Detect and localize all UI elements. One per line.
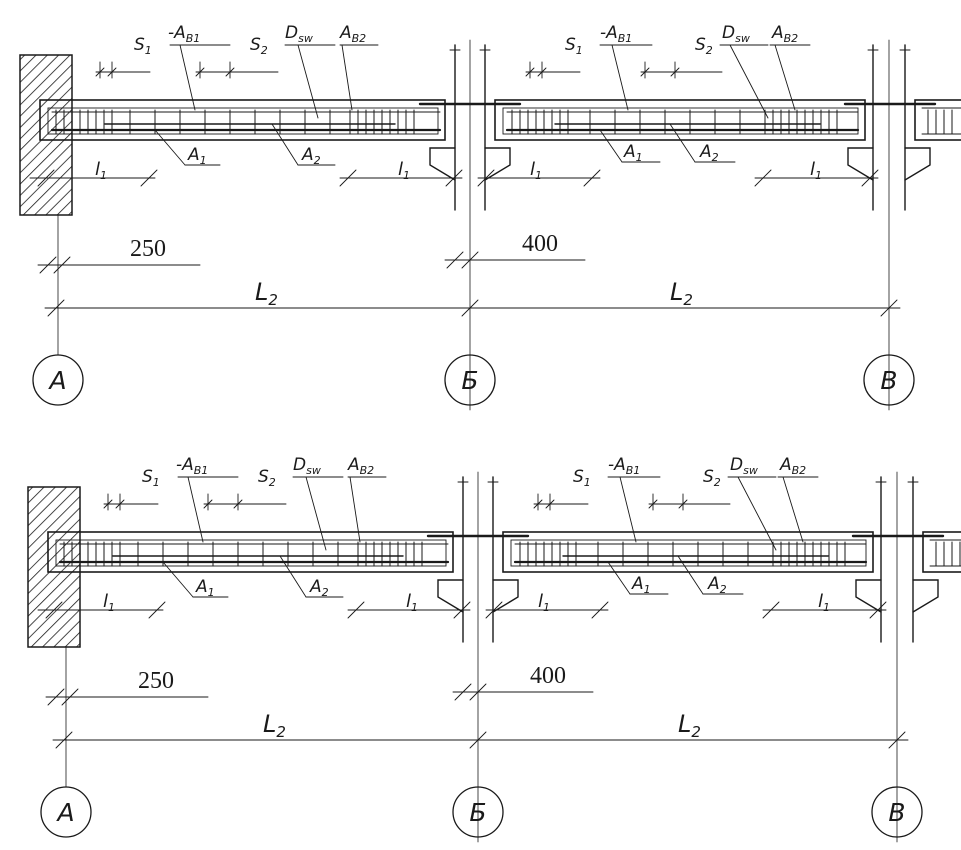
s1-label-2: S1 xyxy=(573,467,591,489)
ab2-label-2: AB2 xyxy=(779,455,806,477)
a2-label: A2 xyxy=(301,145,321,167)
axis-b-label: Б xyxy=(469,798,486,827)
a1-label-2: A1 xyxy=(631,574,651,596)
axis-v-label: В xyxy=(888,798,905,827)
dsw-label-2: Dsw xyxy=(730,455,758,477)
axis-v-label: В xyxy=(880,366,897,395)
l2-label: L2 xyxy=(255,278,278,309)
axis-a-label: А xyxy=(55,798,74,827)
ab1-label-2: -AB1 xyxy=(608,455,640,477)
axis-b-label: Б xyxy=(461,366,478,395)
l1-label-3: l1 xyxy=(538,591,550,614)
s2-label-2: S2 xyxy=(703,467,721,489)
dsw-label: Dsw xyxy=(285,23,313,45)
dim-400: 400 xyxy=(530,663,566,689)
l1-label-2: l1 xyxy=(406,591,418,614)
dsw-label: Dsw xyxy=(293,455,321,477)
a2-label: A2 xyxy=(309,577,329,599)
a2-label-2: A2 xyxy=(707,574,727,596)
ab2-label: AB2 xyxy=(347,455,374,477)
panel-bottom: S1 S2 -AB1 Dsw AB2 S1 S2 -AB1 Dsw AB2 A1… xyxy=(26,455,961,844)
dim-400: 400 xyxy=(522,231,558,257)
ab1-label: -AB1 xyxy=(176,455,208,477)
l2-label-2: L2 xyxy=(678,710,701,741)
a2-label-2: A2 xyxy=(699,142,719,164)
s2-label-2: S2 xyxy=(695,35,713,57)
l1-label: l1 xyxy=(103,591,115,614)
s1-label-2: S1 xyxy=(565,35,583,57)
l1-label-3: l1 xyxy=(530,159,542,182)
ab1-label-2: -AB1 xyxy=(600,23,632,45)
a1-label-2: A1 xyxy=(623,142,643,164)
l1-label-4: l1 xyxy=(818,591,830,614)
s1-label: S1 xyxy=(134,35,152,57)
l2-label: L2 xyxy=(263,710,286,741)
ab1-label: -AB1 xyxy=(168,23,200,45)
dsw-label-2: Dsw xyxy=(722,23,750,45)
ab2-label: AB2 xyxy=(339,23,366,45)
s1-label: S1 xyxy=(142,467,160,489)
s2-label: S2 xyxy=(258,467,276,489)
l1-label-4: l1 xyxy=(810,159,822,182)
dim-250: 250 xyxy=(130,236,166,262)
ab2-label-2: AB2 xyxy=(771,23,798,45)
axis-a-label: А xyxy=(47,366,66,395)
labels-bottom: S1 S2 -AB1 Dsw AB2 S1 S2 -AB1 Dsw AB2 A1… xyxy=(55,455,905,827)
panel-top: S1 S2 -AB1 Dsw AB2 S1 S2 -AB1 Dsw AB2 A1… xyxy=(18,23,961,412)
a1-label: A1 xyxy=(195,577,215,599)
l1-label-2: l1 xyxy=(398,159,410,182)
dim-250: 250 xyxy=(138,668,174,694)
labels-top: S1 S2 -AB1 Dsw AB2 S1 S2 -AB1 Dsw AB2 A1… xyxy=(47,23,897,395)
l2-label-2: L2 xyxy=(670,278,693,309)
s2-label: S2 xyxy=(250,35,268,57)
a1-label: A1 xyxy=(187,145,207,167)
l1-label: l1 xyxy=(95,159,107,182)
